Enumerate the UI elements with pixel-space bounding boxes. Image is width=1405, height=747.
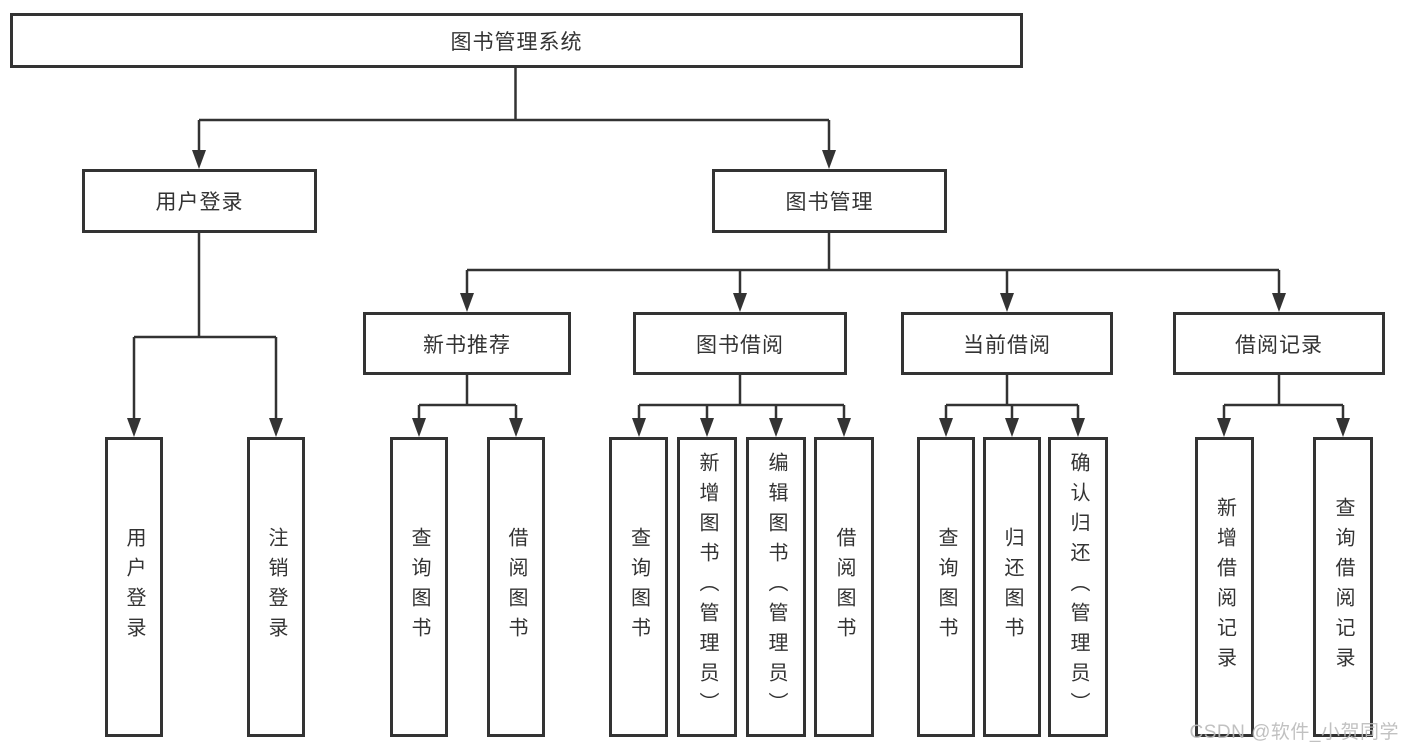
leaf-query-books-1: 查询图书	[390, 437, 448, 737]
node-label: 查询图书	[627, 527, 650, 647]
leaf-logout: 注销登录	[247, 437, 305, 737]
node-label: 借阅记录	[1235, 333, 1323, 357]
leaf-query-books-2: 查询图书	[609, 437, 668, 737]
node-label: 新书推荐	[423, 333, 511, 357]
node-label: 确认归还（管理员）	[1067, 452, 1089, 722]
node-label: 借阅图书	[833, 527, 855, 647]
leaf-user-login: 用户登录	[105, 437, 163, 737]
leaf-query-books-3: 查询图书	[917, 437, 975, 737]
node-label: 查询图书	[935, 527, 957, 647]
node-new-book-recommendation: 新书推荐	[363, 312, 571, 375]
node-label: 编辑图书（管理员）	[765, 452, 787, 722]
leaf-add-books-admin: 新增图书（管理员）	[677, 437, 737, 737]
leaf-query-borrow-record: 查询借阅记录	[1313, 437, 1373, 737]
leaf-borrow-books-1: 借阅图书	[487, 437, 545, 737]
node-label: 图书管理系统	[450, 30, 583, 54]
node-label: 归还图书	[1001, 527, 1023, 647]
watermark: CSDN @软件_小贺同学	[1189, 722, 1399, 743]
leaf-borrow-books-2: 借阅图书	[814, 437, 874, 737]
node-current-borrowing: 当前借阅	[901, 312, 1113, 375]
node-label: 用户登录	[155, 191, 244, 214]
leaf-edit-books-admin: 编辑图书（管理员）	[746, 437, 806, 737]
node-book-borrowing: 图书借阅	[633, 312, 847, 375]
node-library-management-system: 图书管理系统	[10, 13, 1023, 68]
node-label: 查询图书	[408, 527, 430, 647]
node-label: 新增图书（管理员）	[696, 452, 718, 722]
node-label: 当前借阅	[963, 333, 1051, 357]
leaf-confirm-return-admin: 确认归还（管理员）	[1048, 437, 1108, 737]
node-user-login: 用户登录	[82, 169, 317, 233]
node-label: 新增借阅记录	[1213, 497, 1236, 677]
node-label: 图书管理	[785, 191, 874, 214]
node-borrowing-records: 借阅记录	[1173, 312, 1385, 375]
node-label: 用户登录	[123, 527, 145, 647]
leaf-return-books: 归还图书	[983, 437, 1041, 737]
node-label: 借阅图书	[505, 527, 527, 647]
node-label: 注销登录	[265, 527, 287, 647]
leaf-add-borrow-record: 新增借阅记录	[1195, 437, 1254, 737]
node-label: 查询借阅记录	[1332, 497, 1354, 677]
node-book-management: 图书管理	[712, 169, 947, 233]
node-label: 图书借阅	[696, 333, 784, 357]
